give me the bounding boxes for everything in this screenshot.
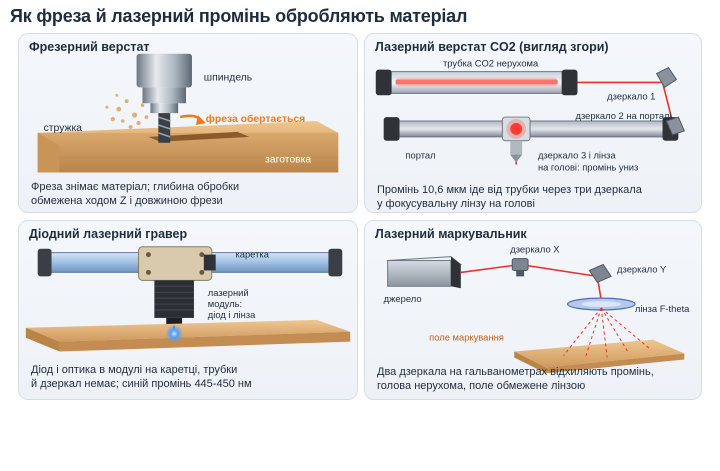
diode-illustration: каретка лазерний модуль: діод і лінза bbox=[25, 246, 351, 352]
mirror-x bbox=[511, 258, 529, 277]
wood-board bbox=[25, 319, 351, 352]
label-field: поле маркування bbox=[429, 332, 504, 343]
laser-source bbox=[386, 256, 463, 289]
label-spindle: шпиндель bbox=[204, 72, 252, 83]
marking-field bbox=[514, 339, 685, 374]
panel-diode-caption: Діод і оптика в модулі на каретці, трубк… bbox=[31, 363, 252, 391]
caption-line: голова нерухома, поле обмежене лінзою bbox=[377, 380, 586, 392]
co2-tube bbox=[375, 69, 578, 96]
panel-milling-caption: Фреза знімає матеріал; глибина обробки о… bbox=[31, 180, 239, 208]
chips bbox=[105, 93, 149, 129]
groove bbox=[148, 131, 250, 142]
label-workpiece: заготовка bbox=[265, 155, 311, 166]
panel-milling: шпиндель стружка фреза обертається загот… bbox=[18, 33, 358, 213]
caption-line: й дзеркал немає; синій промінь 445-450 н… bbox=[31, 378, 252, 390]
label-carriage: каретка bbox=[235, 249, 269, 260]
label-mirror-3-line2: на голові: промінь униз bbox=[538, 161, 638, 172]
caption-line: обмежена ходом Z і довжиною фрези bbox=[31, 195, 223, 207]
laser-beam bbox=[460, 263, 603, 301]
panel-co2-caption: Промінь 10,6 мкм іде від трубки через тр… bbox=[377, 183, 642, 211]
caption-line: у фокусувальну лінзу на голові bbox=[377, 198, 535, 210]
caption-line: Діод і оптика в модулі на каретці, трубк… bbox=[31, 364, 238, 376]
label-chips: стружка bbox=[44, 123, 83, 134]
label-mirror-1: дзеркало 1 bbox=[607, 90, 655, 101]
panel-co2-title: Лазерний верстат CO2 (вигляд згори) bbox=[375, 40, 609, 54]
panel-galvo-caption: Два дзеркала на гальванометрах відхиляют… bbox=[377, 365, 654, 393]
rotation-arrow-head bbox=[195, 115, 206, 125]
mirror-1 bbox=[655, 66, 678, 89]
page-title: Як фреза й лазерний промінь обробляють м… bbox=[10, 6, 468, 26]
panel-diode: каретка лазерний модуль: діод і лінза Ді… bbox=[18, 220, 358, 400]
mirror-2 bbox=[665, 116, 685, 136]
label-lens: лінза F-theta bbox=[635, 303, 690, 314]
blue-laser-beam bbox=[165, 324, 184, 343]
label-gantry: портал bbox=[405, 150, 435, 161]
scan-cone bbox=[563, 307, 651, 358]
spindle bbox=[136, 53, 192, 114]
co2-illustration: трубка CO2 нерухома дзеркало 1 дзеркало … bbox=[375, 58, 685, 172]
mirror-y bbox=[588, 263, 612, 283]
carriage bbox=[138, 246, 216, 281]
label-mirror-2: дзеркало 2 на порталі bbox=[576, 110, 672, 121]
caption-line: Промінь 10,6 мкм іде від трубки через тр… bbox=[377, 184, 642, 196]
label-module-1: лазерний bbox=[208, 287, 249, 298]
label-module-3: діод і лінза bbox=[208, 309, 256, 320]
caption-line: Фреза знімає матеріал; глибина обробки bbox=[31, 181, 240, 193]
label-source: джерело bbox=[384, 293, 422, 304]
label-tube: трубка CO2 нерухома bbox=[443, 58, 539, 69]
label-mirror-3-line1: дзеркало 3 і лінза bbox=[538, 150, 617, 161]
laser-head bbox=[501, 116, 531, 163]
panel-milling-title: Фрезерний верстат bbox=[29, 40, 150, 54]
label-mirror-y: дзеркало Y bbox=[617, 263, 667, 274]
panel-diode-title: Діодний лазерний гравер bbox=[29, 227, 188, 241]
laser-module bbox=[154, 280, 194, 326]
label-rotation: фреза обертається bbox=[206, 113, 305, 125]
workpiece bbox=[37, 121, 339, 173]
end-mill-cutter bbox=[158, 113, 171, 143]
panel-galvo: дзеркало X дзеркало Y джерело лінза F-th… bbox=[364, 220, 702, 400]
milling-illustration: шпиндель стружка фреза обертається загот… bbox=[37, 53, 339, 173]
panel-galvo-title: Лазерний маркувальник bbox=[375, 227, 527, 241]
label-module-2: модуль: bbox=[208, 298, 242, 309]
caption-line: Два дзеркала на гальванометрах відхиляют… bbox=[377, 366, 654, 378]
galvo-illustration: дзеркало X дзеркало Y джерело лінза F-th… bbox=[384, 244, 690, 374]
label-mirror-x: дзеркало X bbox=[510, 244, 560, 255]
panel-co2: трубка CO2 нерухома дзеркало 1 дзеркало … bbox=[364, 33, 702, 213]
